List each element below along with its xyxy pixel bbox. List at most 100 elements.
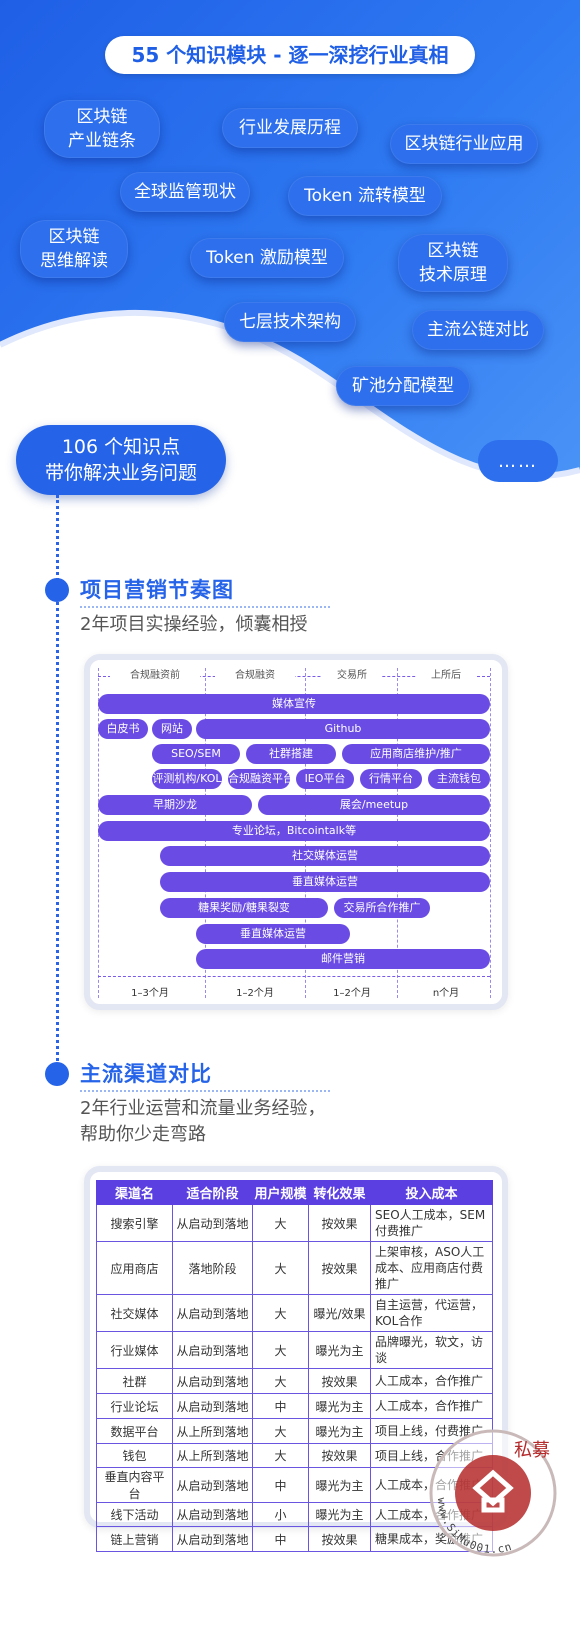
cell-stage: 从启动到落地 [172,1294,253,1332]
duration-label: n个月 [432,988,460,999]
bar-wallet: 主流钱包 [428,769,490,789]
table-header-row: 渠道名 适合阶段 用户规模 转化效果 投入成本 [96,1180,493,1205]
header-stage: 适合阶段 [172,1180,253,1205]
cell-channel: 垂直内容平台 [96,1467,173,1503]
bubble-history: 行业发展历程 [222,108,358,148]
table-row: 搜索引擎 从启动到落地 大 按效果 SEO人工成本，SEM付费推广 [96,1204,493,1242]
phase-label: 交易所 [322,668,382,684]
cell-cost: SEO人工成本，SEM付费推广 [370,1204,493,1242]
bubble-mining-pool: 矿池分配模型 [336,366,470,406]
section-dot [45,1062,69,1086]
table-row: 社交媒体 从启动到落地 大 曝光/效果 自主运营，代运营，KOL合作 [96,1294,493,1332]
watermark-top-text: 私募 [514,1440,550,1461]
table-row: 行业论坛 从启动到落地 中 曝光为主 人工成本，合作推广 [96,1393,493,1419]
header-cost: 投入成本 [370,1180,493,1205]
bar-market: 行情平台 [360,769,422,789]
channel-comparison-table: 渠道名 适合阶段 用户规模 转化效果 投入成本 搜索引擎 从启动到落地 大 按效… [96,1180,493,1552]
bubble-applications: 区块链行业应用 [390,124,538,164]
bar-forum: 专业论坛，Bitcointalk等 [98,821,490,841]
table-row: 行业媒体 从启动到落地 大 曝光为主 品牌曝光，软文，访谈 [96,1331,493,1369]
duration-label: 1–2个月 [236,988,274,999]
bubble-regulation: 全球监管现状 [120,172,250,212]
cell-stage: 从启动到落地 [172,1368,253,1394]
bar-candy: 糖果奖励/糖果裂变 [160,898,328,918]
bar-github: Github [196,719,490,739]
bubble-public-chains: 主流公链对比 [412,310,544,350]
bar-media: 媒体宣传 [98,694,490,714]
cell-scale: 大 [252,1418,309,1444]
cell-stage: 从启动到落地 [172,1331,253,1369]
cell-scale: 小 [252,1502,309,1527]
cell-channel: 链上营销 [96,1526,173,1552]
cell-stage: 从启动到落地 [172,1204,253,1242]
section2-title: 主流渠道对比 [80,1062,212,1086]
cell-stage: 从启动到落地 [172,1526,253,1552]
bubble-token-flow: Token 流转模型 [288,176,442,216]
cell-conversion: 曝光为主 [308,1331,371,1369]
cell-scale: 大 [252,1204,309,1242]
cell-conversion: 按效果 [308,1204,371,1242]
cell-conversion: 曝光为主 [308,1467,371,1503]
bar-exchange-promo: 交易所合作推广 [334,898,430,918]
cell-conversion: 按效果 [308,1526,371,1552]
cell-channel: 数据平台 [96,1418,173,1444]
watermark-stamp: 私募 www.SiMu001.cn [429,1429,557,1557]
phase-label: 合规融资 [215,668,295,684]
bubble-thinking: 区块链 思维解读 [20,220,128,278]
cell-stage: 从启动到落地 [172,1502,253,1527]
cell-scale: 大 [252,1443,309,1468]
cell-conversion: 按效果 [308,1368,371,1394]
cell-cost: 人工成本，合作推广 [370,1393,493,1419]
cell-stage: 从启动到落地 [172,1393,253,1419]
cell-conversion: 按效果 [308,1443,371,1468]
phase-label: 上所后 [416,668,476,684]
duration-label: 1–2个月 [333,988,371,999]
cell-channel: 应用商店 [96,1241,173,1295]
cell-conversion: 曝光/效果 [308,1294,371,1332]
section1-rule [80,606,330,608]
cell-channel: 行业论坛 [96,1393,173,1419]
header-conversion: 转化效果 [308,1180,371,1205]
bubble-token-incentive: Token 激励模型 [190,238,344,278]
section2-subtitle: 2年行业运营和流量业务经验， 帮助你少走弯路 [80,1098,326,1145]
bar-community: 社群搭建 [246,744,336,764]
cell-channel: 社交媒体 [96,1294,173,1332]
section1-title: 项目营销节奏图 [80,578,234,602]
header-scale: 用户规模 [252,1180,309,1205]
cell-channel: 搜索引擎 [96,1204,173,1242]
table-row: 应用商店 落地阶段 大 按效果 上架审核，ASO人工成本、应用商店付费推广 [96,1241,493,1295]
cell-channel: 社群 [96,1368,173,1394]
cell-cost: 品牌曝光，软文，访谈 [370,1331,493,1369]
bubble-tech-principle: 区块链 技术原理 [398,234,508,292]
cell-conversion: 曝光为主 [308,1393,371,1419]
cell-stage: 从上所到落地 [172,1443,253,1468]
cell-conversion: 曝光为主 [308,1502,371,1527]
bar-meetup: 展会/meetup [258,795,490,815]
cell-scale: 大 [252,1294,309,1332]
section-connector-line [56,495,59,1072]
cell-cost: 自主运营，代运营，KOL合作 [370,1294,493,1332]
bar-salon: 早期沙龙 [98,795,252,815]
cell-scale: 中 [252,1467,309,1503]
bar-website: 网站 [152,719,192,739]
cell-cost: 上架审核，ASO人工成本、应用商店付费推广 [370,1241,493,1295]
cell-scale: 中 [252,1526,309,1552]
section2-rule [80,1090,330,1092]
bar-app-store: 应用商店维护/推广 [342,744,490,764]
table-row: 线下活动 从启动到落地 小 曝光为主 人工成本，合作推广 [96,1502,493,1527]
bar-seo: SEO/SEM [152,744,240,764]
cell-channel: 线下活动 [96,1502,173,1527]
bar-ieo: IEO平台 [296,769,354,789]
cell-conversion: 曝光为主 [308,1418,371,1444]
section1-subtitle: 2年项目实操经验，倾囊相授 [80,614,308,635]
bar-vertical-media-2: 垂直媒体运营 [196,924,350,944]
table-row: 社群 从启动到落地 大 按效果 人工成本，合作推广 [96,1368,493,1394]
cell-stage: 落地阶段 [172,1241,253,1295]
cell-scale: 大 [252,1368,309,1394]
bar-email: 邮件营销 [196,949,490,969]
cell-channel: 行业媒体 [96,1331,173,1369]
cell-channel: 钱包 [96,1443,173,1468]
bar-social: 社交媒体运营 [160,846,490,866]
bar-whitepaper: 白皮书 [98,719,148,739]
cell-stage: 从启动到落地 [172,1467,253,1503]
